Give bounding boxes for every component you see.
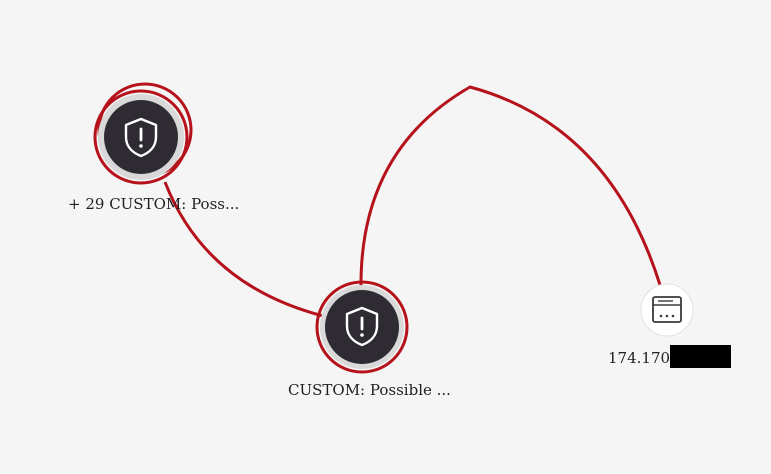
browser-window-icon	[652, 296, 682, 323]
host-label-text: 174.170	[608, 349, 671, 367]
shield-alert-icon	[345, 306, 379, 347]
edge-alert-single-to-host[interactable]	[359, 85, 662, 288]
host-node[interactable]	[640, 283, 694, 337]
alert-group-label[interactable]: + 29 CUSTOM: Poss...	[68, 195, 240, 213]
alert-group-node[interactable]	[93, 82, 193, 185]
redaction-block	[670, 345, 732, 368]
alert-single-node[interactable]	[315, 280, 409, 374]
shield-alert-icon	[124, 117, 158, 158]
edge-alert-group-to-alert-single[interactable]	[163, 181, 324, 318]
host-label[interactable]: 174.170	[608, 345, 732, 368]
alert-single-label[interactable]: CUSTOM: Possible ...	[288, 381, 451, 399]
